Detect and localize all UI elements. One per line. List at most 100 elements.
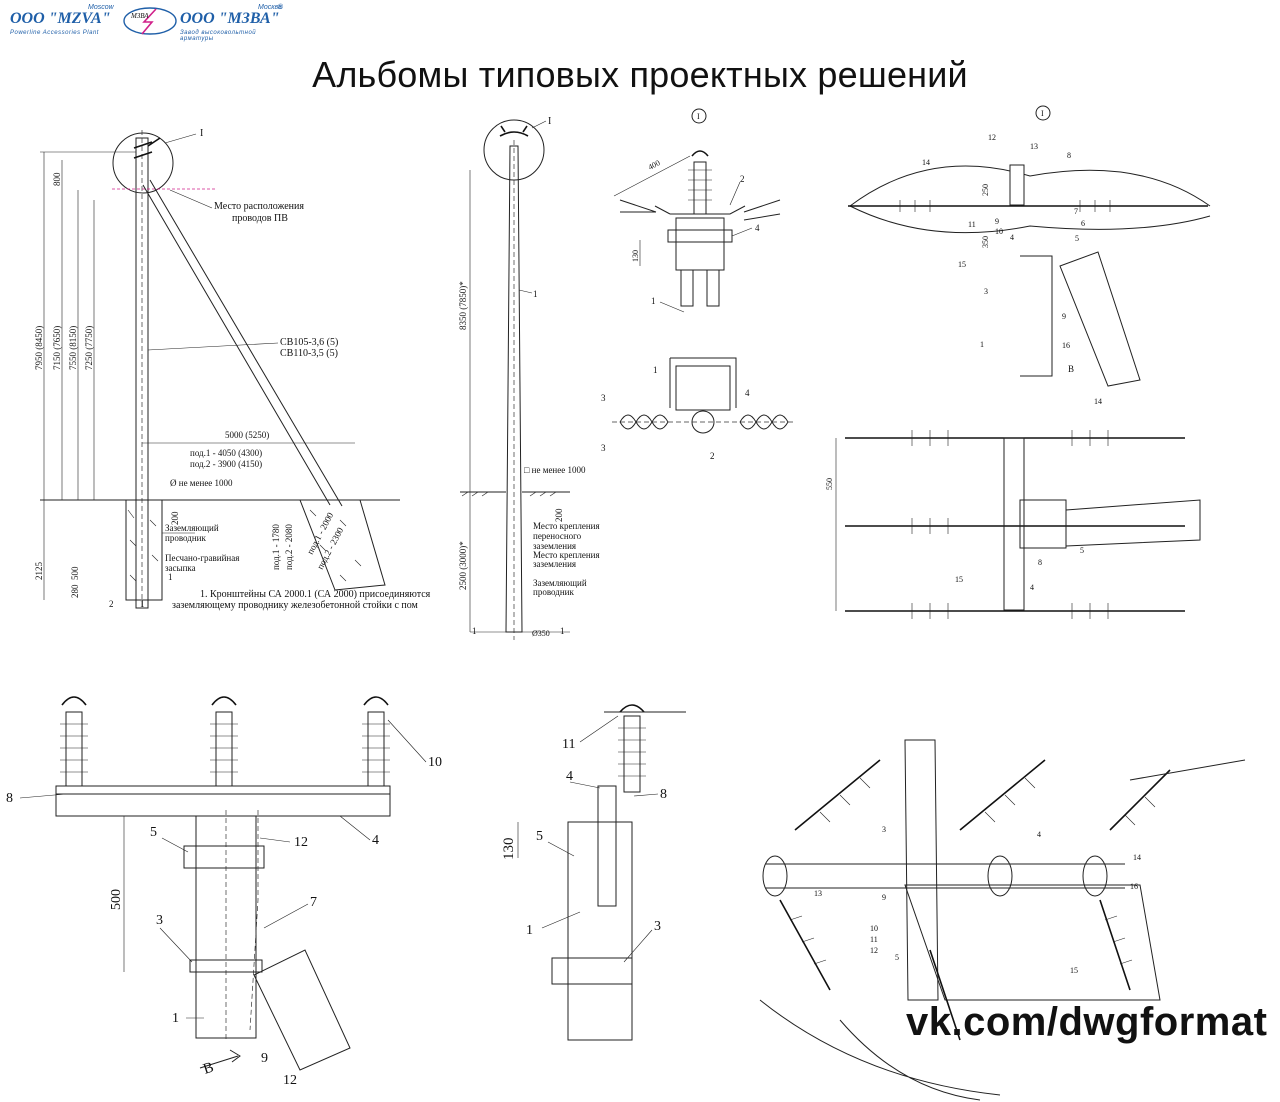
plan-r-wires xyxy=(845,437,1185,612)
plan-bracket xyxy=(669,357,737,408)
leader-f-3 xyxy=(159,927,193,963)
callout-r-11: 11 xyxy=(968,220,976,229)
callout-r-6: 6 xyxy=(1081,219,1085,228)
note-line-2: заземляющему проводнику железобетонной с… xyxy=(172,600,419,611)
dim-7150: 7150 (7650) xyxy=(52,326,62,370)
dim-500: 500 xyxy=(70,566,80,580)
label-ground2-1: Заземляющий xyxy=(533,578,587,588)
callout-r-4: 4 xyxy=(1010,233,1014,242)
iso-insulator-discs xyxy=(789,777,1156,965)
plan-insulator-left xyxy=(619,414,669,430)
side-insulator-left xyxy=(619,199,657,213)
callout-d-1: 1 xyxy=(651,296,656,306)
callout-r-14b: 14 xyxy=(1094,397,1102,406)
detail-marker: I xyxy=(697,112,700,121)
side-insulator-right xyxy=(743,199,781,221)
leader-pole-type xyxy=(147,342,279,351)
callout-d-2: 2 xyxy=(740,174,745,184)
plan-r-clamp xyxy=(1019,499,1067,549)
mzva-emblem-icon: МЗВА xyxy=(123,7,177,35)
callout-f-3: 3 xyxy=(156,913,163,928)
side-pole xyxy=(567,821,633,1041)
node-label: I xyxy=(200,128,203,139)
callout-r-12: 12 xyxy=(988,133,996,142)
callout-i-11: 11 xyxy=(870,935,878,944)
leader-f-5 xyxy=(161,837,189,853)
callout-f-12b: 12 xyxy=(283,1073,297,1088)
strut-pit xyxy=(299,499,386,591)
dim-7950: 7950 (8450) xyxy=(34,326,44,370)
watermark-link[interactable]: vk.com/dwgformat xyxy=(906,1000,1268,1044)
leader-d-1 xyxy=(659,301,685,313)
strut-pit-hatch xyxy=(309,509,362,582)
iso-strut xyxy=(904,884,1161,1001)
backfill-hatch xyxy=(127,509,159,582)
iso-eye-left xyxy=(762,855,788,897)
brand-registered-mark: ® xyxy=(278,4,284,11)
callout-i-4: 4 xyxy=(1037,830,1041,839)
callout-p-3b: 3 xyxy=(601,443,606,453)
clamp-band xyxy=(667,229,733,243)
callout-f-12a: 12 xyxy=(294,835,308,850)
side-insulator xyxy=(623,715,641,793)
arrow-label-r: В xyxy=(1068,364,1074,374)
callout-2-1b: 1 xyxy=(472,626,477,636)
callout-f-1: 1 xyxy=(172,1011,179,1026)
callout-p-1: 1 xyxy=(653,365,658,375)
label-pod2-2080: под.2 - 2080 xyxy=(284,524,294,570)
detail-corner-node-drawing: I 12 13 8 14 11 9 10 4 7 6 5 15 3 1 9 16… xyxy=(825,105,1211,619)
pin-insulator-r xyxy=(1009,164,1025,206)
label-ground-1: Заземляющий xyxy=(165,523,219,533)
callout-s-4: 4 xyxy=(566,769,573,784)
label-pv-1: Место расположения xyxy=(214,201,304,212)
strut-front xyxy=(253,949,351,1071)
callout-i-10: 10 xyxy=(870,924,878,933)
leader-f-12a xyxy=(259,837,291,843)
label-ground-2: проводник xyxy=(165,533,206,543)
callout-r-13: 13 xyxy=(1030,142,1038,151)
front-view-drawing: 500 8 10 4 5 12 3 7 1 9 12 В xyxy=(6,696,442,1088)
callout-r-16: 16 xyxy=(1062,341,1070,350)
dim-280: 280 xyxy=(70,584,80,598)
leader-s-8 xyxy=(633,793,659,797)
dim-2500: 2500 (3000)* xyxy=(458,541,468,590)
callout-i-5: 5 xyxy=(895,953,899,962)
dim-5000: 5000 (5250) xyxy=(225,430,269,440)
arrow-label-front: В xyxy=(201,1059,215,1077)
label-mount-2: переносного xyxy=(533,531,582,541)
callout-p-3a: 3 xyxy=(601,393,606,403)
page-title: Альбомы типовых проектных решений xyxy=(312,54,968,95)
brand-city-latin: Moscow xyxy=(88,4,114,11)
pole-top-insulator-icon xyxy=(499,125,529,137)
callout-s-1: 1 xyxy=(526,923,533,938)
label-pod1-1780: под.1 - 1780 xyxy=(271,524,281,570)
leader-s-4 xyxy=(569,781,601,789)
label-mount-1: Место крепления xyxy=(533,521,600,531)
callout-f-4: 4 xyxy=(372,833,379,848)
dim-7250: 7250 (7750) xyxy=(84,326,94,370)
pole-r xyxy=(1020,255,1053,377)
plan-r-insulators xyxy=(911,430,1109,619)
plan-r-strut xyxy=(1065,499,1201,547)
ground-wire-12 xyxy=(249,810,259,1031)
label-pv-2: проводов ПВ xyxy=(232,213,288,224)
dim-130: 130 xyxy=(631,250,640,262)
intermediate-pole-drawing: I 1 8350 (7850)* 2500 (3000)* □ не менее… xyxy=(458,116,600,640)
leader-s-1 xyxy=(541,911,581,929)
label-backfill-2: засыпка xyxy=(165,563,196,573)
ground-hatch-2 xyxy=(461,491,557,497)
side-crossarm xyxy=(597,785,617,907)
view-arrow-icon xyxy=(199,1049,241,1069)
dim-r-550: 550 xyxy=(825,478,834,490)
loop-wire-bottom xyxy=(849,205,1211,234)
dim-r-350: 350 xyxy=(981,236,990,248)
detail-marker-circle-r xyxy=(1035,105,1051,121)
pole-with-strut-drawing: I Место расположения проводов ПВ СВ105-3… xyxy=(34,128,431,611)
callout-r-5a: 5 xyxy=(1075,234,1079,243)
callout-i-16: 16 xyxy=(1130,882,1138,891)
leader-s-11 xyxy=(579,715,619,743)
pole-leg-right xyxy=(706,269,720,307)
insulator-1 xyxy=(65,711,83,787)
iso-lower-strings xyxy=(779,899,1131,1041)
callout-f-7: 7 xyxy=(310,895,317,910)
